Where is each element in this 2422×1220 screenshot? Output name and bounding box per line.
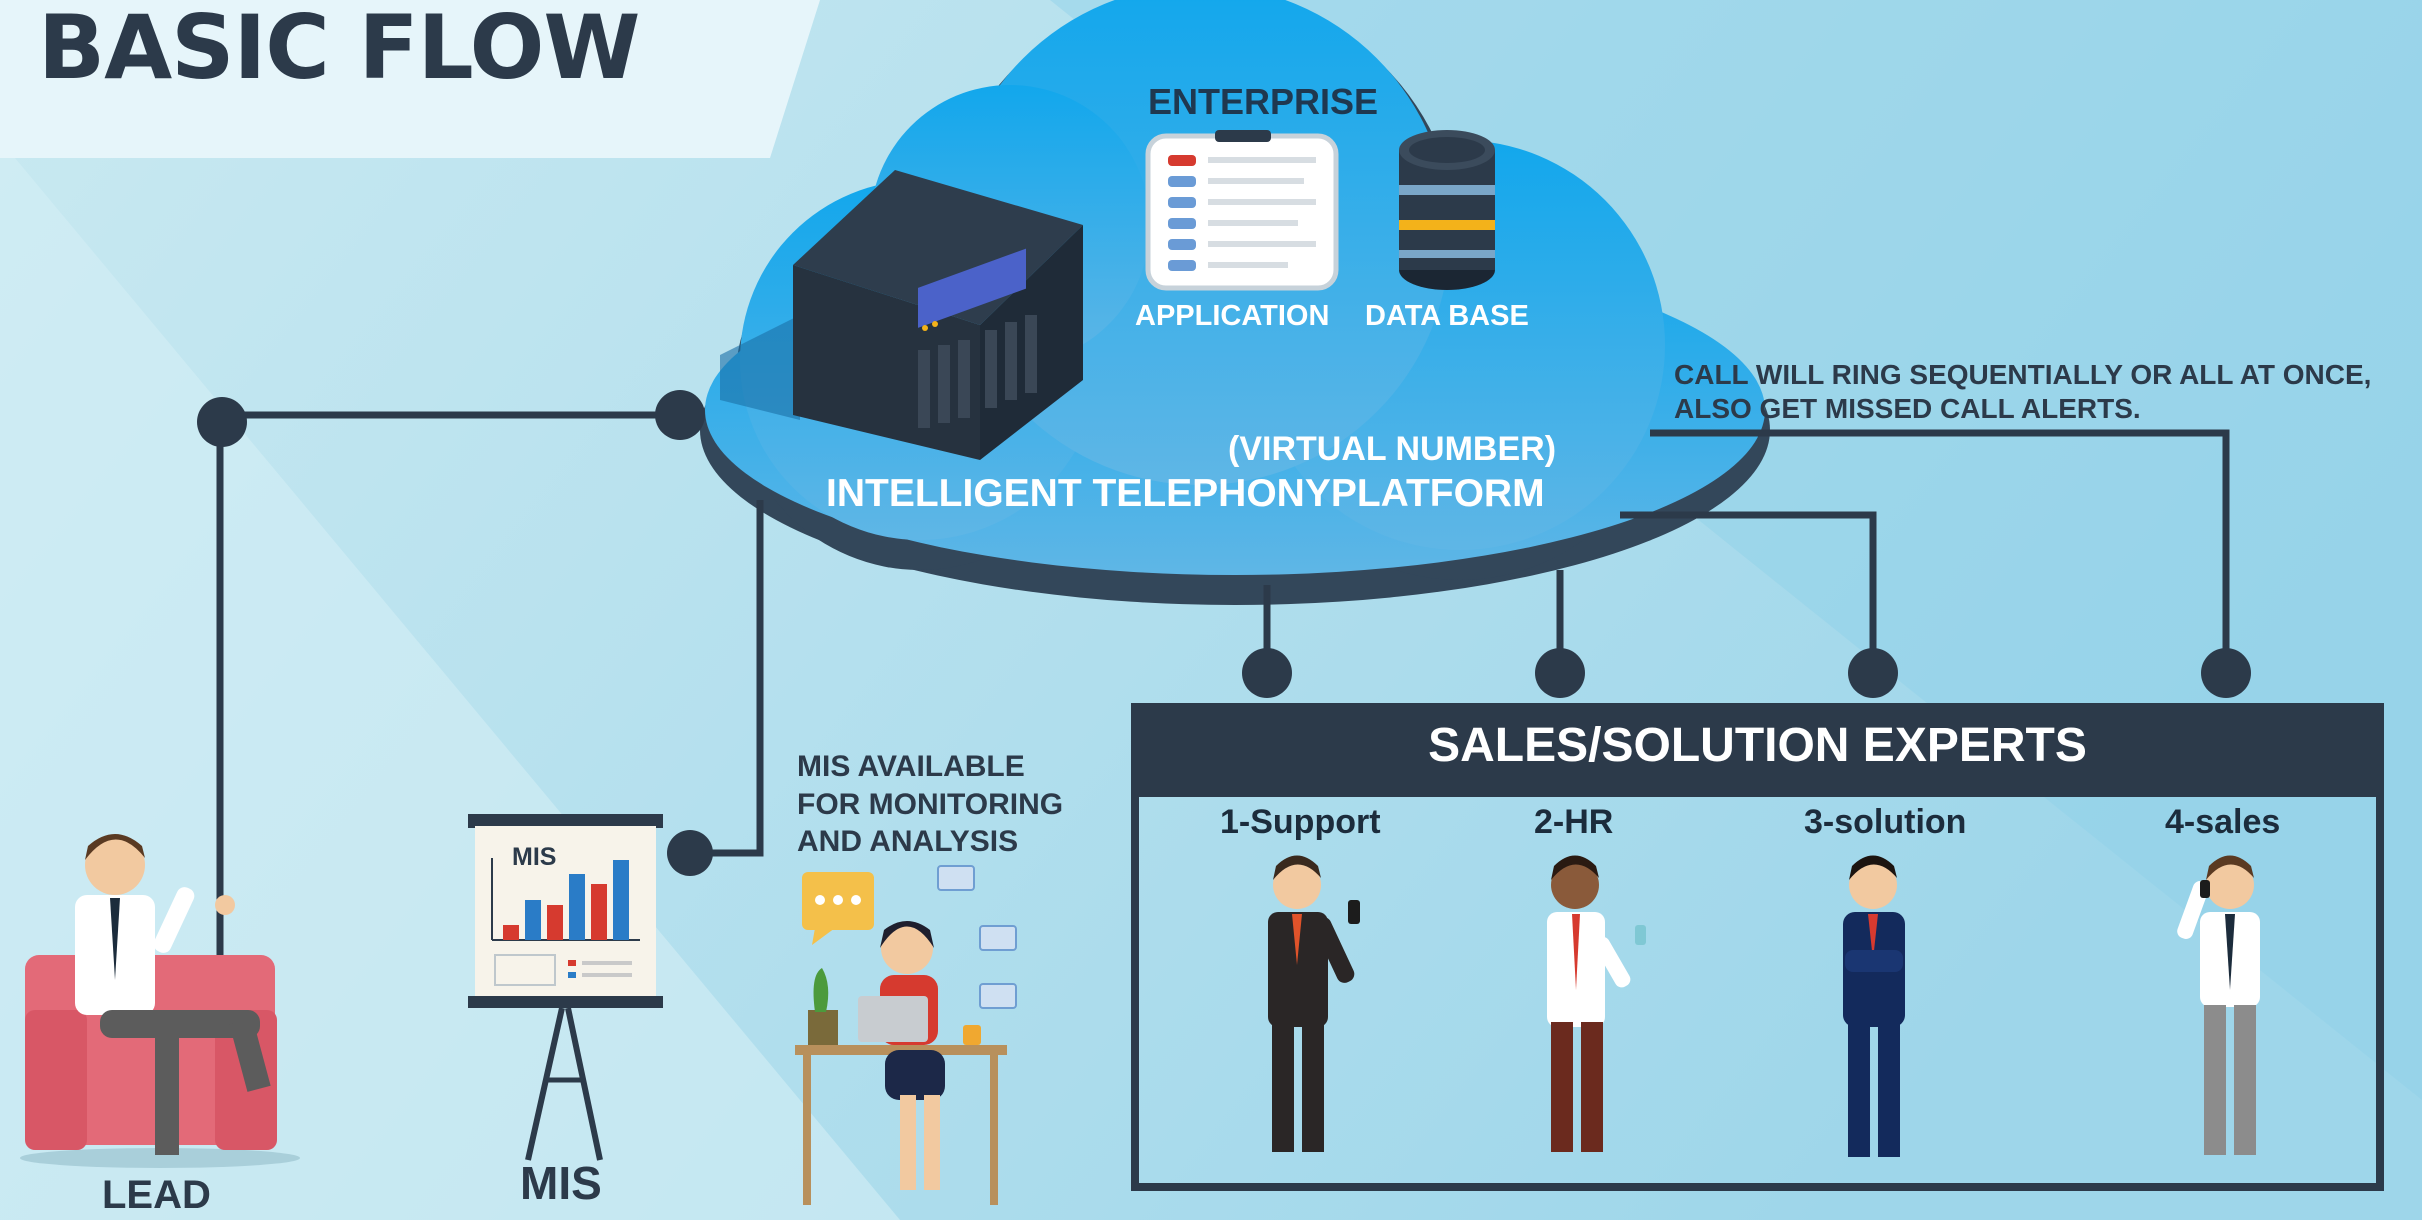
mis-board-label: MIS: [512, 843, 557, 871]
connector-nodes: [197, 390, 2251, 876]
database-icon: [1399, 130, 1495, 290]
sales-experts-heading: SALES/SOLUTION EXPERTS: [1428, 719, 2087, 772]
solution-person-icon: [1843, 855, 1905, 1157]
expert-label-sales: 4-sales: [2165, 803, 2281, 841]
expert-label-solution: 3-solution: [1804, 803, 1967, 841]
expert-label-hr: 2-HR: [1534, 803, 1614, 841]
application-label: APPLICATION: [1135, 300, 1330, 332]
lead-caption: LEAD: [102, 1173, 211, 1217]
enterprise-label: ENTERPRISE: [1148, 81, 1379, 122]
call-ring-note: CALL WILL RING SEQUENTIALLY OR ALL AT ON…: [1674, 359, 2372, 424]
platform-label: INTELLIGENT TELEPHONYPLATFORM: [826, 472, 1545, 515]
analyst-at-desk-icon: [795, 865, 1017, 1205]
mis-board-icon: [468, 814, 663, 1161]
virtual-number-label: (VIRTUAL NUMBER): [1228, 430, 1557, 468]
hr-person-icon: [1547, 855, 1646, 1152]
mis-availability-note: MIS AVAILABLE FOR MONITORING AND ANALYSI…: [797, 750, 1064, 858]
title-banner: [0, 0, 820, 158]
application-icon: [1145, 130, 1339, 291]
sales-panel: [1131, 703, 2384, 1191]
mis-caption: MIS: [520, 1157, 602, 1209]
sales-person-icon: [2177, 855, 2260, 1155]
page-title: BASIC FLOW: [38, 0, 640, 99]
expert-label-support: 1-Support: [1220, 803, 1381, 841]
support-person-icon: [1268, 855, 1360, 1152]
lead-person-icon: [20, 834, 300, 1168]
server-icon: [720, 170, 1083, 460]
database-label: DATA BASE: [1365, 300, 1529, 332]
